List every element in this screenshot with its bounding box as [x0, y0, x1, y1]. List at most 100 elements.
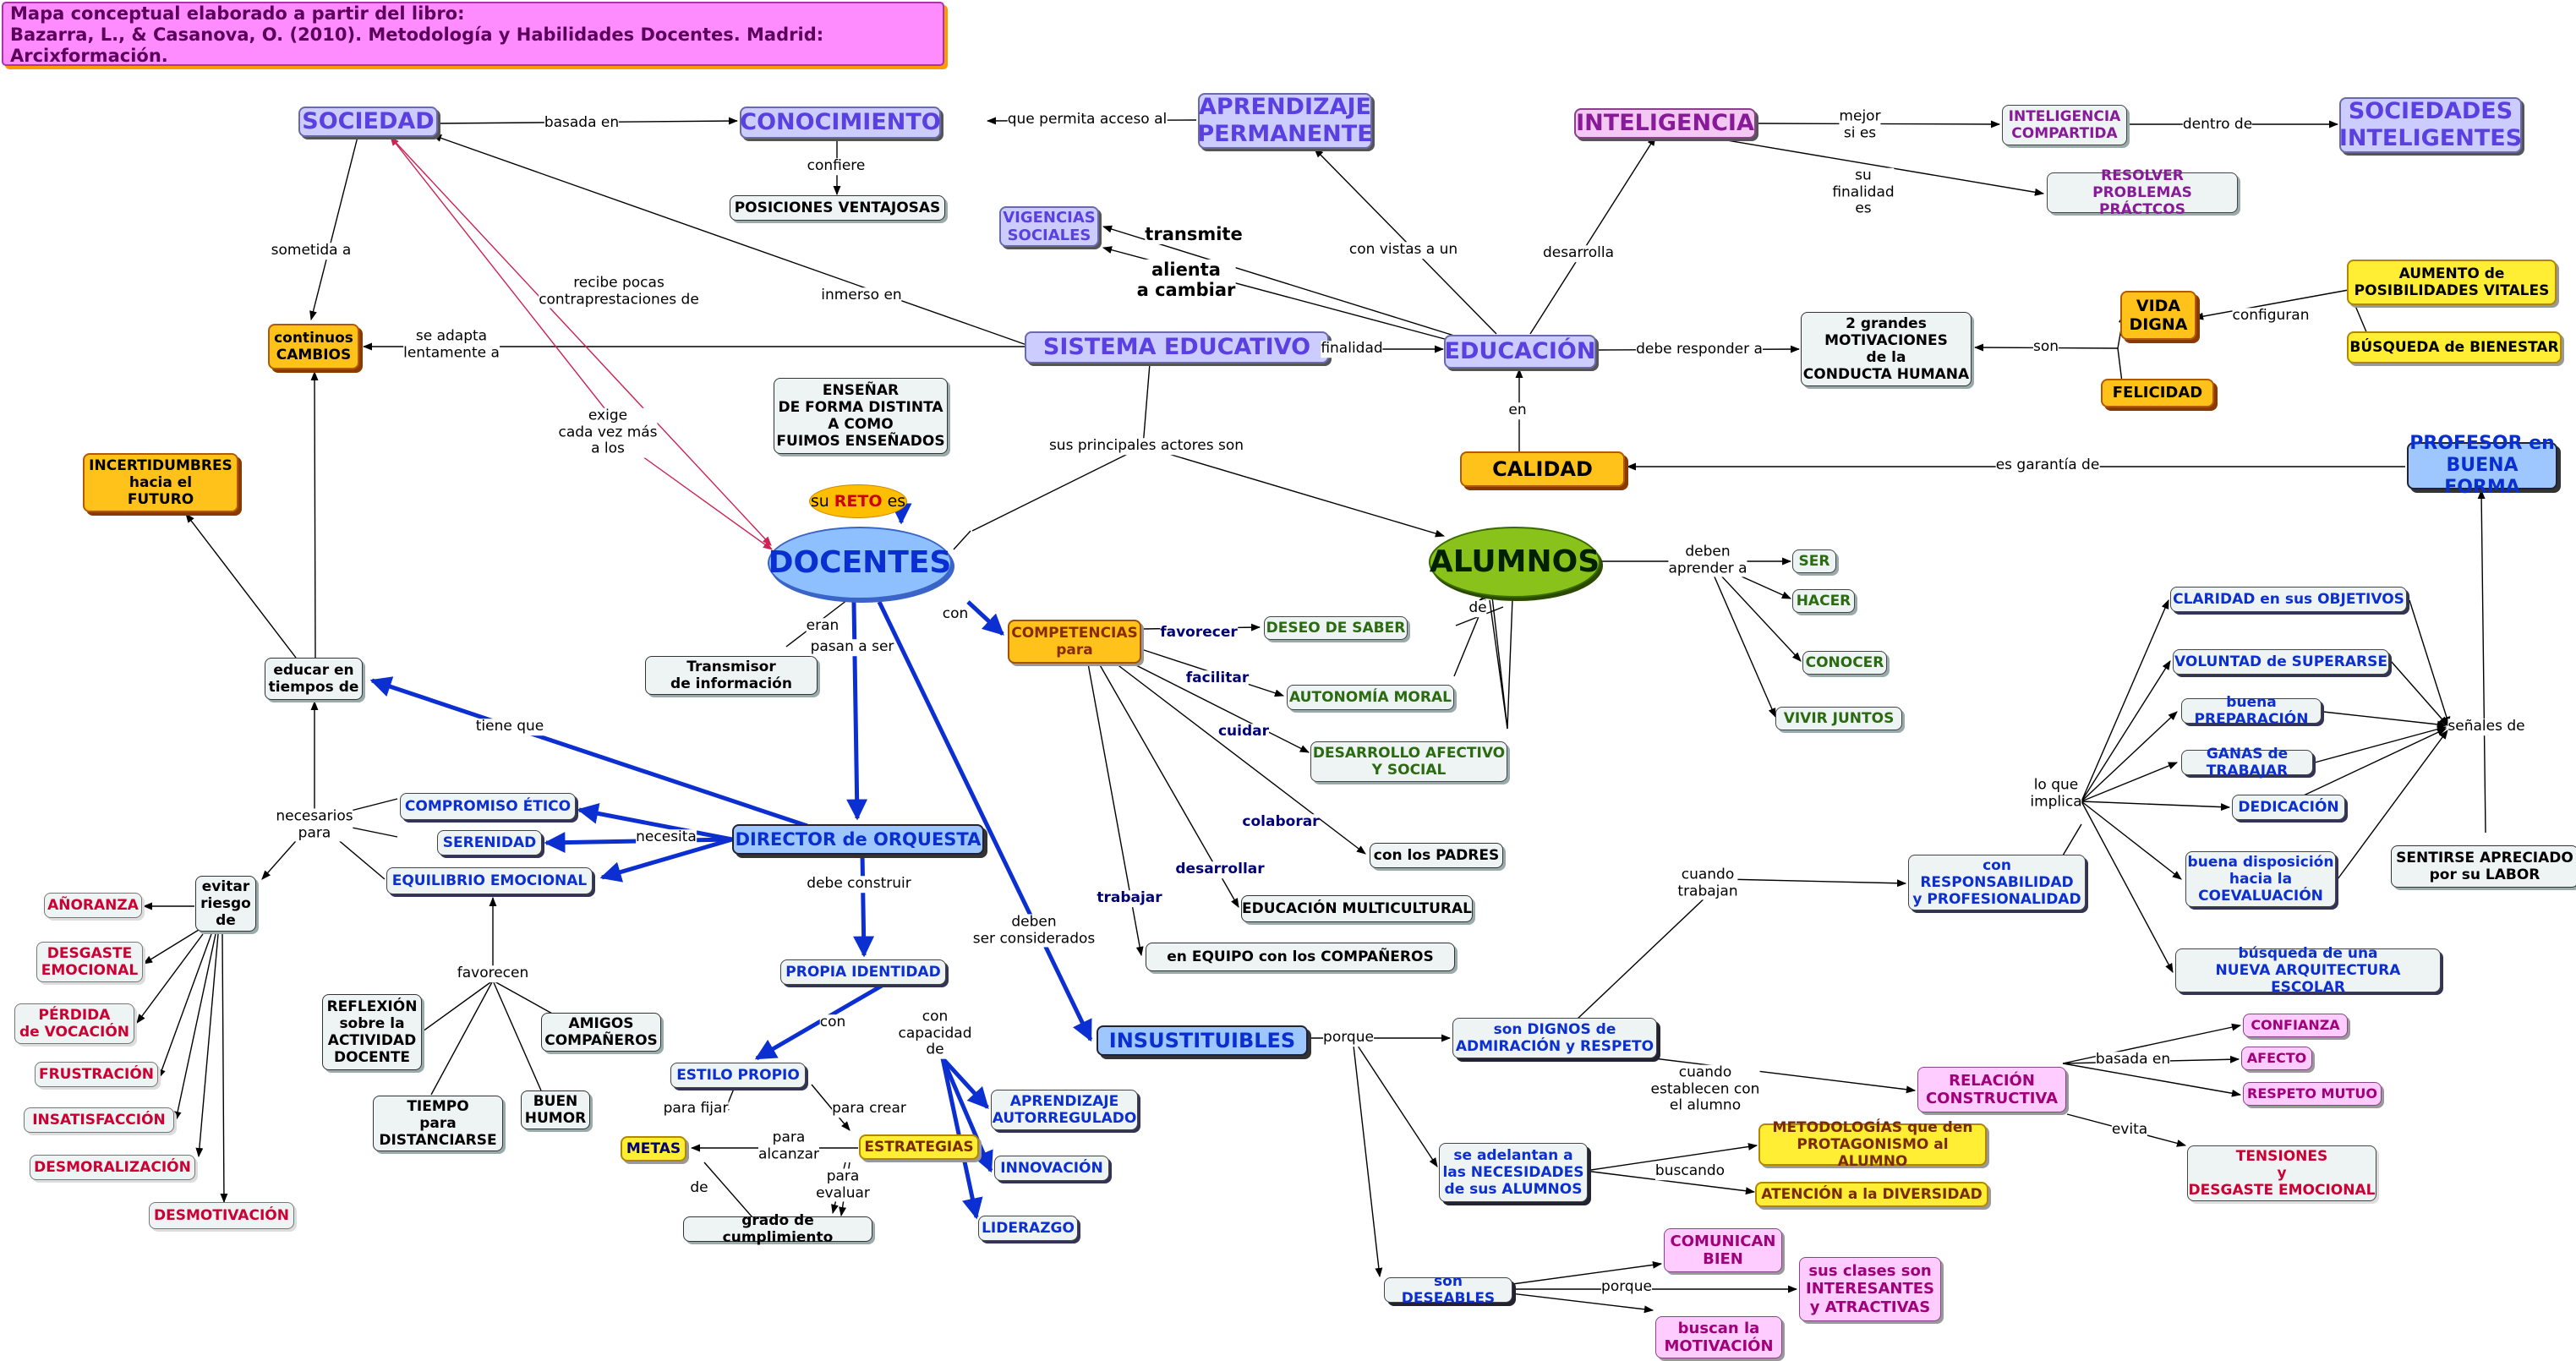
node-innovacion[interactable]: INNOVACIÓN [994, 1156, 1109, 1181]
node-sociedades-inteligentes[interactable]: SOCIEDADES INTELIGENTES [2338, 97, 2523, 153]
node-tiempo-distanciarse[interactable]: TIEMPO para DISTANCIARSE [373, 1096, 503, 1151]
node-aprendizaje-permanente[interactable]: APRENDIZAJE PERMANENTE [1197, 93, 1373, 149]
node-calidad[interactable]: CALIDAD [1460, 451, 1625, 487]
node-buen-humor[interactable]: BUEN HUMOR [521, 1090, 590, 1129]
node-buena-preparacion[interactable]: buena PREPARACIÓN [2181, 694, 2322, 728]
node-dignos-admiracion[interactable]: son DIGNOS de ADMIRACIÓN y RESPETO [1452, 1018, 1657, 1058]
link-de-alumnos: de [1468, 599, 1487, 617]
node-ensenar[interactable]: ENSEÑAR DE FORMA DISTINTA A COMO FUIMOS … [774, 378, 948, 454]
node-docentes[interactable]: DOCENTES [768, 527, 952, 599]
node-tensiones[interactable]: TENSIONES y DESGASTE EMOCIONAL [2187, 1145, 2376, 1201]
node-relacion-constructiva[interactable]: RELACIÓN CONSTRUCTIVA [1917, 1067, 2066, 1112]
node-su-reto-es[interactable]: su RETO es [809, 484, 907, 518]
node-insustituibles[interactable]: INSUSTITUIBLES [1097, 1025, 1308, 1056]
node-inteligencia-compartida[interactable]: INTELIGENCIA COMPARTIDA [2002, 105, 2127, 145]
node-aumento-posibilidades[interactable]: AUMENTO de POSIBILIDADES VITALES [2347, 260, 2557, 305]
node-confianza[interactable]: CONFIANZA [2243, 1014, 2348, 1037]
link-se-adapta: se adapta lentamente a [403, 327, 500, 362]
node-metodologias[interactable]: METODOLOGÍAS que den PROTAGONISMO al ALU… [1758, 1119, 1987, 1170]
node-inteligencia[interactable]: INTELIGENCIA [1574, 108, 1756, 139]
node-alumnos[interactable]: ALUMNOS [1429, 527, 1600, 598]
node-trabajo-equipo[interactable]: en EQUIPO con los COMPAÑEROS [1146, 943, 1455, 971]
node-sistema-educativo[interactable]: SISTEMA EDUCATIVO [1025, 331, 1329, 363]
node-motivaciones[interactable]: 2 grandes MOTIVACIONES de la CONDUCTA HU… [1801, 312, 1972, 386]
node-nueva-arquitectura[interactable]: búsqueda de una NUEVA ARQUITECTURA ESCOL… [2175, 945, 2441, 996]
node-posiciones-ventajosas[interactable]: POSICIONES VENTAJOSAS [730, 195, 945, 221]
node-continuos-cambios[interactable]: continuos CAMBIOS [268, 324, 359, 369]
node-con-padres[interactable]: con los PADRES [1370, 843, 1503, 868]
link-sometida-a: sometida a [271, 242, 352, 260]
node-desmoralizacion[interactable]: DESMORALIZACIÓN [30, 1155, 195, 1180]
node-afecto[interactable]: AFECTO [2241, 1047, 2312, 1070]
node-vigencias-sociales[interactable]: VIGENCIAS SOCIALES [999, 206, 1099, 247]
node-vida-digna[interactable]: VIDA DIGNA [2120, 291, 2196, 340]
node-estrategias[interactable]: ESTRATEGIAS [859, 1134, 979, 1160]
link-deben-ser: deben ser considerados [972, 913, 1096, 948]
link-de-grado: de [690, 1179, 708, 1197]
node-estilo-propio[interactable]: ESTILO PROPIO [670, 1063, 806, 1088]
node-educar-tiempos[interactable]: educar en tiempos de [265, 658, 363, 700]
link-en: en [1508, 402, 1527, 419]
node-evitar-riesgo[interactable]: evitar riesgo de [195, 876, 256, 932]
node-serenidad[interactable]: SERENIDAD [437, 830, 542, 855]
node-resolver-problemas[interactable]: RESOLVER PROBLEMAS PRÁCTCOS [2047, 167, 2238, 218]
link-buscando: buscando [1654, 1162, 1726, 1180]
node-reflexion-actividad[interactable]: REFLEXIÓN sobre la ACTIVIDAD DOCENTE [322, 994, 422, 1070]
node-sentirse-apreciado[interactable]: SENTIRSE APRECIADO por su LABOR [2391, 845, 2576, 888]
node-hacer[interactable]: HACER [1792, 589, 1855, 613]
node-educacion-multicultural[interactable]: EDUCACIÓN MULTICULTURAL [1241, 895, 1473, 922]
node-grado-cumplimiento[interactable]: grado de cumplimiento [683, 1212, 872, 1246]
node-clases-interesantes[interactable]: sus clases son INTERESANTES y ATRACTIVAS [1799, 1257, 1941, 1321]
node-atencion-diversidad[interactable]: ATENCIÓN a la DIVERSIDAD [1755, 1182, 1988, 1207]
node-conocimiento[interactable]: CONOCIMIENTO [740, 107, 941, 139]
node-responsabilidad[interactable]: con RESPONSABILIDAD y PROFESIONALIDAD [1908, 855, 2086, 910]
link-para-fijar: para fijar [663, 1100, 729, 1118]
node-liderazgo[interactable]: LIDERAZGO [978, 1216, 1078, 1241]
node-son-deseables[interactable]: son DESEABLES [1384, 1273, 1512, 1307]
node-coevaluacion[interactable]: buena disposición hacia la COEVALUACIÓN [2185, 851, 2336, 907]
node-incertidumbres[interactable]: INCERTIDUMBRES hacia el FUTURO [83, 453, 238, 512]
node-busqueda-bienestar[interactable]: BÚSQUEDA de BIENESTAR [2347, 331, 2562, 363]
node-metas[interactable]: METAS [621, 1136, 686, 1161]
node-anoranza[interactable]: AÑORANZA [44, 893, 142, 918]
node-dedicacion[interactable]: DEDICACIÓN [2232, 795, 2345, 820]
node-competencias[interactable]: COMPETENCIAS para [1008, 620, 1141, 664]
node-felicidad[interactable]: FELICIDAD [2101, 379, 2214, 407]
node-transmisor[interactable]: Transmisor de información [645, 656, 818, 695]
link-pasan-a-ser: pasan a ser [810, 638, 894, 656]
node-compromiso-etico[interactable]: COMPROMISO ÉTICO [400, 793, 576, 820]
link-transmite: transmite [1145, 223, 1243, 245]
node-desgaste-emocional[interactable]: DESGASTE EMOCIONAL [36, 942, 143, 982]
reto-su-text: su [810, 491, 834, 511]
node-perdida-vocacion[interactable]: PÉRDIDA de VOCACIÓN [14, 1003, 134, 1044]
node-sociedad[interactable]: SOCIEDAD [298, 107, 438, 137]
node-insatisfaccion[interactable]: INSATISFACCIÓN [24, 1107, 174, 1133]
node-director-orquesta[interactable]: DIRECTOR de ORQUESTA [732, 824, 984, 855]
node-propia-identidad[interactable]: PROPIA IDENTIDAD [780, 959, 946, 985]
node-desarrollo-afectivo[interactable]: DESARROLLO AFECTIVO Y SOCIAL [1310, 741, 1507, 782]
node-claridad-objetivos[interactable]: CLARIDAD en sus OBJETIVOS [2170, 587, 2407, 612]
node-autonomia-moral[interactable]: AUTONOMÍA MORAL [1287, 685, 1454, 710]
header-citation: Mapa conceptual elaborado a partir del l… [2, 2, 944, 66]
node-aprendizaje-autorregulado[interactable]: APRENDIZAJE AUTORREGULADO [991, 1090, 1138, 1130]
node-voluntad-superarse[interactable]: VOLUNTAD de SUPERARSE [2173, 649, 2389, 675]
node-se-adelantan[interactable]: se adelantan a las NECESIDADES de sus AL… [1439, 1143, 1588, 1202]
link-para-evaluar: para evaluar [816, 1167, 870, 1202]
node-conocer[interactable]: CONOCER [1802, 651, 1887, 675]
node-equilibrio-emocional[interactable]: EQUILIBRIO EMOCIONAL [386, 867, 593, 894]
node-frustracion[interactable]: FRUSTRACIÓN [35, 1062, 158, 1087]
node-desmotivacion[interactable]: DESMOTIVACIÓN [149, 1202, 294, 1229]
link-lo-que-implica: lo que implica [2030, 776, 2082, 811]
node-comunican-bien[interactable]: COMUNICAN BIEN [1664, 1228, 1782, 1272]
node-buscan-motivacion[interactable]: buscan la MOTIVACIÓN [1655, 1316, 1782, 1358]
node-ganas-trabajar[interactable]: GANAS de TRABAJAR [2181, 746, 2313, 779]
node-deseo-saber[interactable]: DESEO DE SABER [1264, 616, 1408, 640]
node-respeto-mutuo[interactable]: RESPETO MUTUO [2243, 1082, 2382, 1106]
node-amigos-companeros[interactable]: AMIGOS COMPAÑEROS [541, 1013, 661, 1052]
node-educacion[interactable]: EDUCACIÓN [1444, 335, 1596, 369]
node-profesor-buena-forma[interactable]: PROFESOR en BUENA FORMA [2407, 433, 2557, 498]
node-ser[interactable]: SER [1792, 549, 1836, 573]
node-vivir-juntos[interactable]: VIVIR JUNTOS [1775, 707, 1902, 730]
header-line-2: Bazarra, L., & Casanova, O. (2010). Meto… [10, 24, 824, 66]
